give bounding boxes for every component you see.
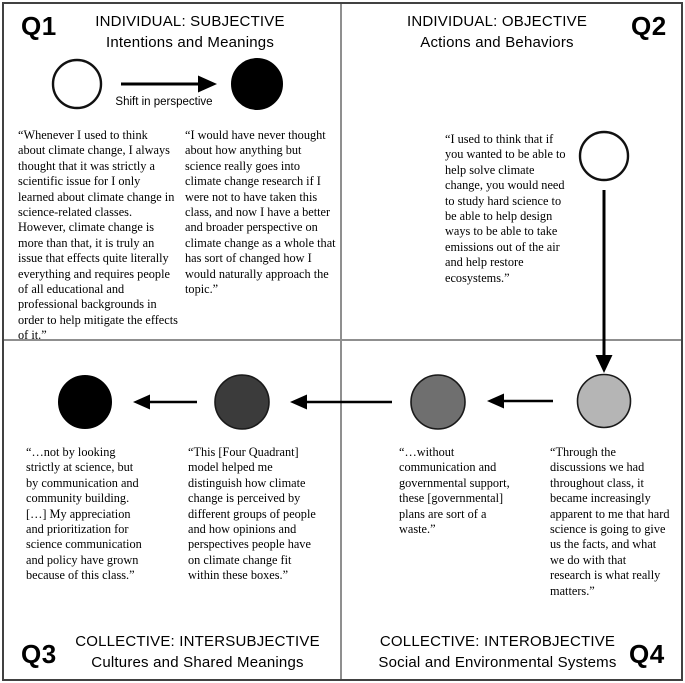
q2-label: Q2 — [631, 11, 667, 41]
q2-title-line1: INDIVIDUAL: OBJECTIVE — [406, 13, 588, 30]
q1-quote-left: “Whenever I used to think about climate … — [18, 128, 178, 343]
q4-title-line2: Social and Environmental Systems — [378, 654, 617, 671]
q4-title: COLLECTIVE: INTEROBJECTIVE Social and En… — [360, 631, 635, 673]
q1-label: Q1 — [21, 11, 57, 41]
vertical-divider — [340, 4, 342, 679]
q1-title-line2: Intentions and Meanings — [105, 34, 275, 51]
q2-title: INDIVIDUAL: OBJECTIVE Actions and Behavi… — [362, 11, 632, 53]
q1-title-line1: INDIVIDUAL: SUBJECTIVE — [95, 13, 285, 30]
q4-label: Q4 — [629, 639, 665, 669]
q3-quote-left: “…not by looking strictly at science, bu… — [26, 445, 142, 583]
horizontal-divider — [4, 339, 681, 341]
q3-title: COLLECTIVE: INTERSUBJECTIVE Cultures and… — [60, 631, 335, 673]
q4-quote-right: “Through the discussions we had througho… — [550, 445, 670, 598]
q3-title-line2: Cultures and Shared Meanings — [91, 654, 304, 671]
q3-quote-right: “This [Four Quadrant] model helped me di… — [188, 445, 316, 583]
q4-quote-left: “…without communication and governmental… — [399, 445, 510, 537]
q3-label: Q3 — [21, 639, 57, 669]
q3-title-line1: COLLECTIVE: INTERSUBJECTIVE — [75, 633, 320, 650]
q1-quote-right: “I would have never thought about how an… — [185, 128, 336, 297]
q4-title-line1: COLLECTIVE: INTEROBJECTIVE — [379, 633, 616, 650]
q1-title: INDIVIDUAL: SUBJECTIVE Intentions and Me… — [55, 11, 325, 53]
q2-quote: “I used to think that if you wanted to b… — [445, 132, 566, 285]
q2-title-line2: Actions and Behaviors — [420, 34, 574, 51]
shift-arrow-label: Shift in perspective — [115, 96, 213, 108]
